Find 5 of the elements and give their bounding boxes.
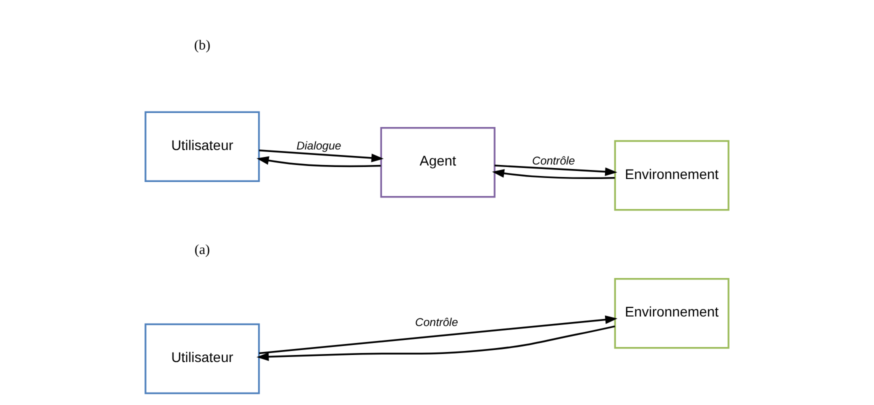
label: (a) — [194, 242, 210, 258]
edge-label: Contrôle — [532, 155, 575, 168]
label: (b) — [194, 38, 210, 54]
edge-label: Contrôle — [415, 316, 458, 329]
edge-label: Dialogue — [296, 140, 342, 153]
